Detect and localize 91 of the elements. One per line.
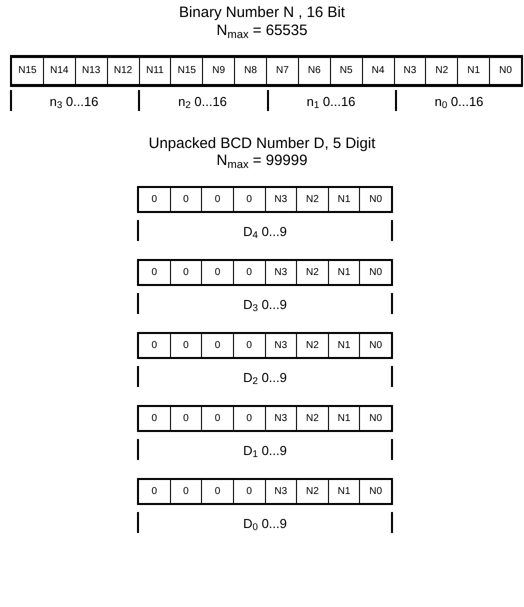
bit-box <box>490 57 521 85</box>
bit-label: 0 <box>183 268 189 278</box>
bit-label: N5 <box>340 66 353 76</box>
bit-label: 0 <box>183 194 189 204</box>
register-bar <box>10 55 523 87</box>
bit-box <box>235 57 267 85</box>
bit-label: N1 <box>338 340 350 350</box>
bit-label: 0 <box>214 268 220 278</box>
bit-label: 0 <box>152 268 158 278</box>
bit-label: N2 <box>306 340 319 350</box>
bit-box <box>140 57 172 85</box>
register-bar <box>137 259 393 286</box>
bit-label: 0 <box>183 486 189 496</box>
bit-label: N3 <box>274 486 288 496</box>
bit-label: N0 <box>369 194 382 204</box>
bit-label: N3 <box>274 268 288 278</box>
bit-label: N13 <box>82 66 100 76</box>
bit-label: 0 <box>152 340 158 350</box>
bit-box <box>267 57 299 85</box>
bit-label: N15 <box>18 66 37 76</box>
bit-box <box>76 57 108 85</box>
range-label: D$_{1}$ 0...9 <box>243 443 287 460</box>
heading-text: N$_{max}$ = 99999 <box>216 152 308 171</box>
bit-label: 0 <box>152 414 158 424</box>
bit-label: N0 <box>369 486 382 496</box>
register-bar <box>137 186 393 213</box>
bit-box <box>426 57 458 85</box>
bit-label: 0 <box>246 194 252 204</box>
range-label: n$_{0}$ 0...16 <box>434 94 484 110</box>
bit-label: N7 <box>276 66 289 76</box>
bit-label: N9 <box>212 66 226 76</box>
range-label: D$_{4}$ 0...9 <box>243 224 287 240</box>
range-label: n$_{1}$ 0...16 <box>306 94 356 110</box>
bit-box <box>171 57 204 85</box>
bit-label: N0 <box>499 66 512 76</box>
heading-text: Unpacked BCD Number D, 5 Digit <box>148 135 376 154</box>
bit-label: 0 <box>246 340 252 350</box>
bit-label: 0 <box>214 194 220 204</box>
range-label: n$_{3}$ 0...16 <box>50 94 98 110</box>
bit-label: 0 <box>214 414 220 424</box>
register-bar <box>137 478 393 505</box>
bit-box <box>44 57 76 85</box>
bit-label: 0 <box>152 194 158 204</box>
bit-box <box>458 57 490 85</box>
bit-label: N12 <box>114 66 132 76</box>
bit-box <box>394 57 426 85</box>
bit-label: N2 <box>435 66 448 76</box>
register-bar <box>137 405 393 432</box>
bit-box <box>298 57 331 85</box>
bit-label: N0 <box>369 340 382 350</box>
bit-label: N3 <box>274 414 288 424</box>
bit-label: N2 <box>306 194 319 204</box>
bit-box <box>330 57 363 85</box>
bit-label: N15 <box>178 66 196 76</box>
bit-label: N4 <box>372 66 384 76</box>
bit-label: N1 <box>338 414 350 424</box>
bit-label: N0 <box>369 268 382 278</box>
bit-label: N1 <box>467 66 480 76</box>
bit-label: N2 <box>306 268 319 278</box>
bit-label: 0 <box>214 486 220 496</box>
bit-label: N14 <box>50 66 68 76</box>
bit-label: N1 <box>338 194 350 204</box>
heading-text: N$_{max}$ = 65535 <box>216 22 308 41</box>
range-label: D$_{3}$ 0...9 <box>243 297 287 314</box>
heading-text: Binary Number N , 16 Bit <box>179 4 345 23</box>
bit-label: N6 <box>308 66 321 76</box>
bit-label: 0 <box>152 486 158 496</box>
bit-label: N11 <box>146 66 164 76</box>
register-bar <box>137 332 393 359</box>
bit-label: N8 <box>244 66 257 76</box>
bit-label: 0 <box>246 414 252 424</box>
range-label: D$_{2}$ 0...9 <box>243 370 287 386</box>
bit-label: 0 <box>183 414 189 424</box>
bit-box <box>12 57 44 85</box>
bit-label: 0 <box>246 268 252 278</box>
bit-label: N3 <box>274 340 288 350</box>
bit-label: N0 <box>369 414 382 424</box>
bit-box <box>362 57 394 85</box>
bit-label: 0 <box>183 340 189 350</box>
bit-label: N3 <box>274 194 288 204</box>
bit-label: 0 <box>246 486 252 496</box>
bit-label: N1 <box>338 486 350 496</box>
range-label: n$_{2}$ 0...16 <box>178 94 227 110</box>
bit-label: N2 <box>306 486 319 496</box>
bit-label: N3 <box>404 66 416 76</box>
bit-label: N1 <box>338 268 350 278</box>
range-label: D$_{0}$ 0...9 <box>243 516 287 532</box>
bit-box <box>203 57 236 85</box>
bit-box <box>108 57 140 85</box>
bit-label: N2 <box>306 414 319 424</box>
bit-label: 0 <box>214 340 220 350</box>
